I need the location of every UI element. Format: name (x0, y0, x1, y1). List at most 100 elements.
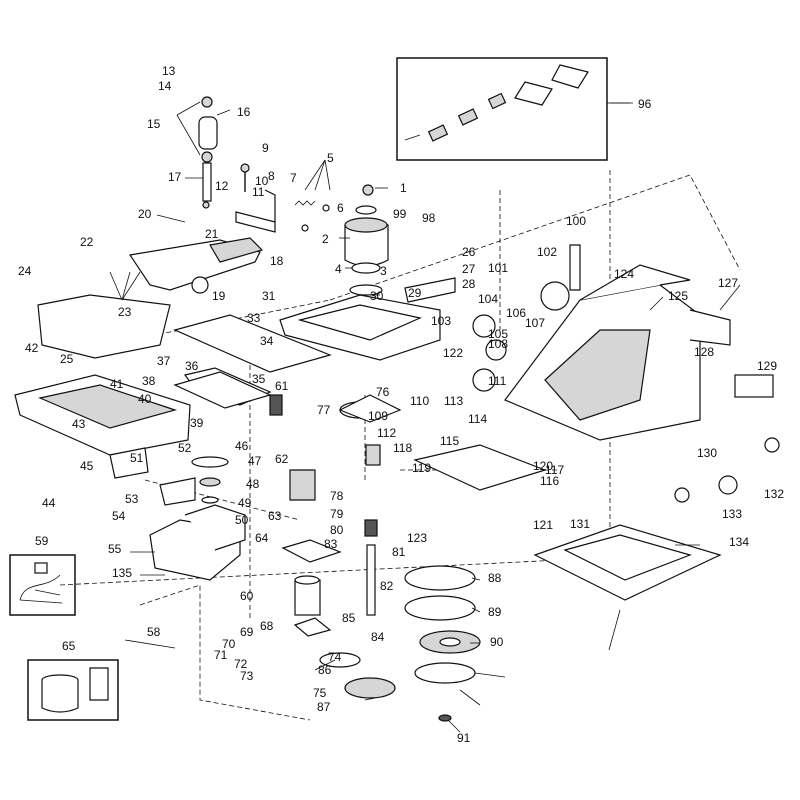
callout-label-135: 135 (112, 566, 132, 580)
callout-label-77: 77 (317, 403, 331, 417)
callout-label-129: 129 (757, 359, 777, 373)
callout-label-43: 43 (72, 417, 86, 431)
callout-label-23: 23 (118, 305, 132, 319)
callout-label-78: 78 (330, 489, 344, 503)
callout-label-28: 28 (462, 277, 476, 291)
callout-label-69: 69 (240, 625, 254, 639)
callout-label-110: 110 (410, 394, 429, 408)
callout-label-71: 71 (214, 648, 228, 662)
callout-label-82: 82 (380, 579, 394, 593)
callout-label-31: 31 (262, 289, 276, 303)
callout-label-61: 61 (275, 379, 289, 393)
callout-label-58: 58 (147, 625, 161, 639)
callout-label-112: 112 (377, 426, 396, 440)
callout-label-74: 74 (328, 650, 342, 664)
leader-lines (109, 101, 741, 733)
callout-label-21: 21 (205, 227, 219, 241)
callout-label-125: 125 (668, 289, 688, 303)
callout-label-62: 62 (275, 452, 289, 466)
callout-label-96: 96 (638, 97, 652, 111)
callout-label-19: 19 (212, 289, 226, 303)
callout-label-60: 60 (240, 589, 254, 603)
callout-label-113: 113 (444, 394, 463, 408)
callout-label-114: 114 (468, 412, 487, 426)
callout-label-101: 101 (488, 261, 508, 275)
callout-label-72: 72 (234, 657, 248, 671)
callout-label-86: 86 (318, 663, 332, 677)
callout-label-128: 128 (694, 345, 714, 359)
motor-housing (109, 447, 246, 581)
callout-label-79: 79 (330, 507, 344, 521)
callout-label-35: 35 (252, 372, 266, 386)
callout-label-100: 100 (566, 214, 586, 228)
callout-label-49: 49 (238, 496, 252, 510)
callout-label-87: 87 (317, 700, 331, 714)
callout-label-104: 104 (478, 292, 498, 306)
callout-label-3: 3 (380, 264, 387, 278)
callout-label-41: 41 (110, 377, 124, 391)
callout-label-10: 10 (255, 174, 269, 188)
callout-label-108: 108 (488, 337, 508, 351)
callout-label-115: 115 (440, 434, 459, 448)
callout-label-27: 27 (462, 262, 476, 276)
center-shaft-assembly (191, 394, 402, 616)
callout-label-52: 52 (178, 441, 192, 455)
callout-label-118: 118 (393, 441, 412, 455)
callout-label-50: 50 (235, 513, 249, 527)
pulley-belts (293, 565, 481, 722)
callout-label-132: 132 (764, 487, 784, 501)
callout-label-81: 81 (392, 545, 406, 559)
callout-label-2: 2 (322, 232, 329, 246)
callout-label-107: 107 (525, 316, 545, 330)
callout-label-36: 36 (185, 359, 199, 373)
callout-label-130: 130 (697, 446, 717, 460)
callout-label-4: 4 (335, 262, 342, 276)
callout-label-121: 121 (533, 518, 553, 532)
callout-label-46: 46 (235, 439, 249, 453)
upper-arm-assembly (128, 96, 330, 294)
callout-label-68: 68 (260, 619, 274, 633)
callout-label-55: 55 (108, 542, 122, 556)
callout-label-83: 83 (324, 537, 338, 551)
callout-label-91: 91 (457, 731, 471, 745)
callout-label-53: 53 (125, 492, 139, 506)
callout-label-25: 25 (60, 352, 74, 366)
callout-label-14: 14 (158, 79, 172, 93)
callout-label-7: 7 (290, 171, 297, 185)
inset-box-59 (9, 554, 76, 616)
callout-label-37: 37 (157, 354, 171, 368)
callout-label-80: 80 (330, 523, 344, 537)
callout-label-98: 98 (422, 211, 436, 225)
callout-label-63: 63 (268, 509, 282, 523)
callout-label-38: 38 (142, 374, 156, 388)
callout-label-48: 48 (246, 477, 260, 491)
callout-label-6: 6 (337, 201, 344, 215)
callout-label-85: 85 (342, 611, 356, 625)
callout-label-120: 120 (533, 459, 553, 473)
callout-label-109: 109 (368, 409, 388, 423)
callout-label-51: 51 (130, 451, 144, 465)
callout-label-65: 65 (62, 639, 76, 653)
base-cabinet (413, 244, 780, 601)
callout-label-111: 111 (488, 374, 507, 388)
callout-label-122: 122 (443, 346, 463, 360)
callout-label-76: 76 (376, 385, 390, 399)
callout-label-88: 88 (488, 571, 502, 585)
callout-label-106: 106 (506, 306, 526, 320)
callout-label-59: 59 (35, 534, 49, 548)
callout-label-18: 18 (270, 254, 284, 268)
callout-label-54: 54 (112, 509, 126, 523)
callout-label-5: 5 (327, 151, 334, 165)
side-covers (37, 277, 456, 359)
callout-label-89: 89 (488, 605, 502, 619)
callout-label-47: 47 (248, 454, 262, 468)
callout-label-20: 20 (138, 207, 152, 221)
callout-label-105: 105 (488, 327, 508, 341)
callout-label-26: 26 (462, 245, 476, 259)
callout-label-24: 24 (18, 264, 32, 278)
callout-label-12: 12 (215, 179, 229, 193)
callout-label-9: 9 (262, 141, 269, 155)
callout-label-123: 123 (407, 531, 427, 545)
callout-label-99: 99 (393, 207, 407, 221)
callout-label-102: 102 (537, 245, 557, 259)
